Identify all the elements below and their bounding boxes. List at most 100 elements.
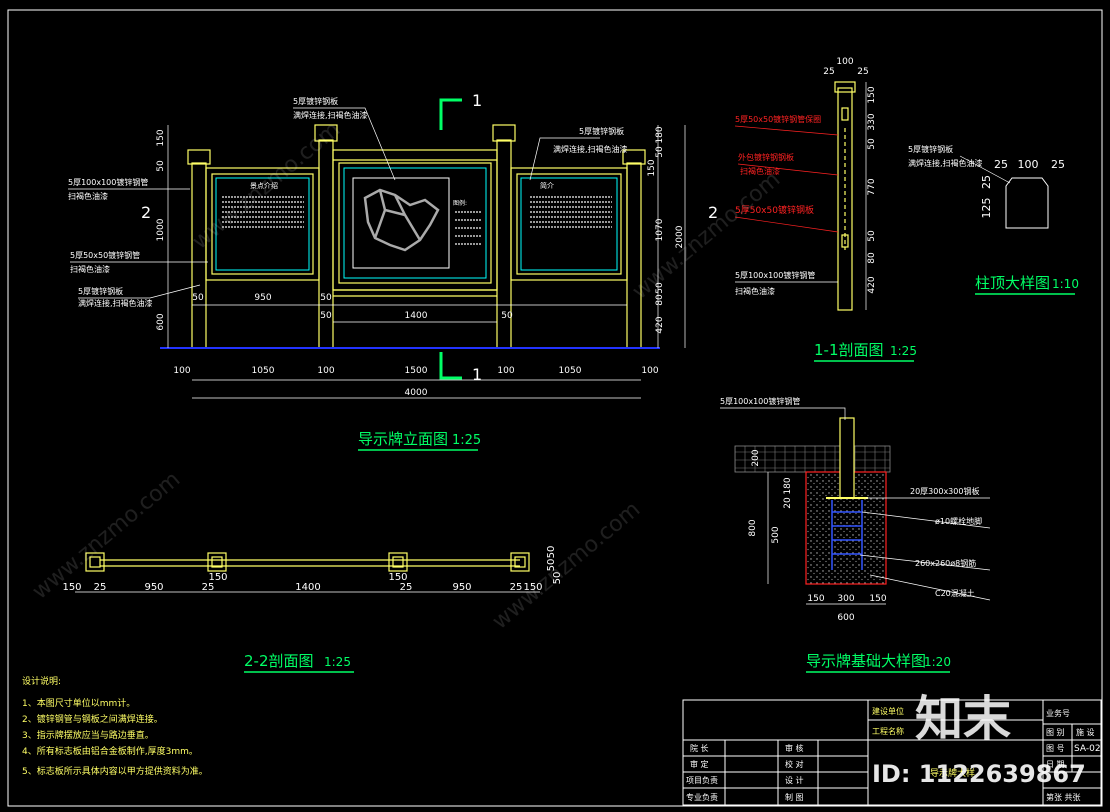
elev-dim-bottom-3: 1500: [405, 366, 428, 376]
watermark-id: ID: 1122639867: [872, 760, 1086, 788]
elev-dim-bottom-1: 1050: [252, 366, 275, 376]
elev-callout-3b: 扫褐色油漆: [68, 191, 108, 201]
elev-dim-left-2: 50: [320, 293, 332, 303]
map-route-graphic: [363, 188, 440, 252]
s22-dim-8: 950: [452, 582, 471, 593]
section-2-2-drawing: 150 25 950 25 150 1400 150 25 950 25 150…: [62, 546, 563, 673]
fdn-dim-4: 800: [748, 519, 758, 536]
tb-project-name: 工程名称: [872, 726, 904, 736]
section-mark-top: 1: [472, 91, 482, 110]
s22-dim-2: 950: [144, 582, 163, 593]
fdn-dim-3: 500: [771, 526, 781, 543]
notes-item-4: 4、所有标志板由铝合金板制作,厚度3mm。: [22, 745, 198, 757]
s11-dim-1: 330: [867, 113, 877, 130]
fdn-callout-3: 260x260ø8钢筋: [915, 558, 976, 568]
section-mark-left: 2: [141, 203, 151, 222]
elev-dim-right-5: 80: [655, 294, 665, 306]
fdn-callout-0: 5厚100x100镀锌钢管: [720, 396, 800, 406]
panel-text-lines: [222, 196, 612, 245]
tb-right-1b: 施 设: [1076, 727, 1095, 737]
elevation-title: 导示牌立面图: [358, 430, 448, 448]
elev-leader-lines: [68, 107, 600, 299]
cap-callout-1: 5厚镀锌钢板: [908, 144, 953, 154]
tb-row1-b: 校 对: [785, 759, 804, 769]
s11-callout-3: 5厚50x50镀锌钢板: [735, 204, 814, 216]
tb-row1-a: 审 定: [690, 759, 709, 769]
notes-heading: 设计说明:: [22, 675, 61, 687]
tb-row2-b: 设 计: [785, 775, 804, 785]
cap-dim-0: 25: [994, 158, 1008, 171]
s11-callout-4: 5厚100x100镀锌钢管: [735, 270, 815, 280]
elev-dim-bottom-5: 1050: [559, 366, 582, 376]
s22-side-2: 50: [552, 572, 563, 585]
s11-dim-3: 770: [867, 178, 877, 195]
cap-dim-2: 25: [1051, 158, 1065, 171]
elev-dim-right-4: 50: [655, 282, 665, 294]
elevation-drawing: 景点介绍 简介 图例: 5厚镀锌钢板 满焊连接,扫褐色油漆 5厚镀锌钢板 满焊连…: [68, 91, 718, 451]
tb-right-0: 业务号: [1046, 708, 1070, 718]
s11-dim-4: 50: [867, 230, 877, 242]
s22-dim-1: 25: [94, 582, 107, 593]
elev-dim-right-6: 420: [655, 316, 665, 333]
tb-right-3a: 日 期: [1046, 760, 1065, 769]
cap-callout-2: 满焊连接,扫褐色油漆: [908, 158, 983, 168]
fdn-dim-b3: 600: [837, 613, 854, 623]
tb-build-unit: 建设单位: [872, 706, 904, 716]
s22-dim-4: 150: [208, 572, 227, 583]
fdn-callout-2: ø10螺栓地脚: [935, 516, 982, 526]
s11-dim-5: 80: [867, 252, 877, 264]
notes-item-5: 5、标志板所示具体内容以甲方提供资料为准。: [22, 765, 208, 777]
foundation-title: 导示牌基础大样图: [806, 652, 926, 670]
cap-dim-4: 125: [980, 198, 993, 219]
fdn-dim-2: 20: [783, 497, 793, 509]
elev-dim-right-1: 50: [655, 146, 665, 158]
elev-callout-1a: 5厚镀锌钢板: [293, 96, 338, 106]
fdn-dim-0: 200: [751, 449, 761, 466]
panel-left-title: 景点介绍: [250, 181, 278, 190]
watermark: 知末 ID: 1122639867 www.znzmo.com www.znzm…: [28, 117, 1086, 788]
cap-detail-drawing: 5厚镀锌钢板 满焊连接,扫褐色油漆 25 100 25 25 125 柱顶大样图…: [908, 144, 1079, 295]
watermark-site-2: www.znzmo.com: [628, 167, 785, 305]
tb-row0-b: 审 核: [785, 743, 804, 753]
s11-callout-2: 扫褐色油漆: [740, 166, 780, 176]
fdn-dim-b1: 300: [837, 594, 854, 604]
s11-callout-1: 外包镀锌钢钢板: [738, 152, 794, 162]
map-panel: [352, 177, 450, 269]
elev-dim-right-0: 180: [655, 126, 665, 143]
elev-callout-2a: 5厚镀锌钢板: [579, 126, 624, 136]
elev-dim-center-1: 1400: [405, 311, 428, 321]
s11-dim-top-2: 25: [857, 67, 868, 77]
section22-title: 2-2剖面图: [244, 652, 314, 670]
tb-right-4a: 第张 共张: [1046, 792, 1081, 802]
s11-dim-2: 50: [867, 138, 877, 150]
tb-row0-a: 院 长: [690, 743, 709, 753]
tb-row3-a: 专业负责: [686, 792, 718, 802]
elevation-scale: 1:25: [452, 433, 481, 448]
elev-dim-bottom-6: 100: [641, 366, 658, 376]
s11-callout-0: 5厚50x50镀锌钢管保圈: [735, 114, 821, 124]
elev-dim-left-1: 950: [254, 293, 271, 303]
elev-dim-top-2: 1000: [156, 218, 166, 241]
notes-item-2: 2、镀锌钢管与钢板之间满焊连接。: [22, 713, 163, 725]
section-1-1-drawing: 25 100 25 150 330 50 770 50 80 420 5厚50x…: [734, 57, 917, 362]
elev-dim-bottom-2: 100: [317, 366, 334, 376]
elev-callout-5b: 满焊连接,扫褐色油漆: [78, 298, 153, 308]
fdn-dim-b2: 150: [869, 594, 886, 604]
drawing-border: [7, 9, 1103, 807]
cap-dim-1: 100: [1018, 158, 1039, 171]
elev-callout-3a: 5厚100x100镀锌钢管: [68, 177, 148, 187]
elev-dim-total: 4000: [405, 388, 428, 398]
elev-dim-top-0: 150: [156, 129, 166, 146]
s11-callout-5: 扫褐色油漆: [735, 286, 775, 296]
map-legend-title: 图例:: [453, 199, 467, 207]
section11-title: 1-1剖面图: [814, 341, 884, 359]
elev-callout-5a: 5厚镀锌钢板: [78, 286, 123, 296]
notes-item-3: 3、指示牌摆放应当与路边垂直。: [22, 729, 154, 741]
elev-dim-right-3: 1070: [655, 218, 665, 241]
notes-item-1: 1、本图尺寸单位以mm计。: [22, 697, 135, 709]
elev-dim-center-0: 50: [320, 311, 332, 321]
tb-right-1a: 图 别: [1046, 728, 1065, 737]
elev-dim-top-3: 600: [156, 313, 166, 330]
s22-dim-0: 150: [62, 582, 81, 593]
